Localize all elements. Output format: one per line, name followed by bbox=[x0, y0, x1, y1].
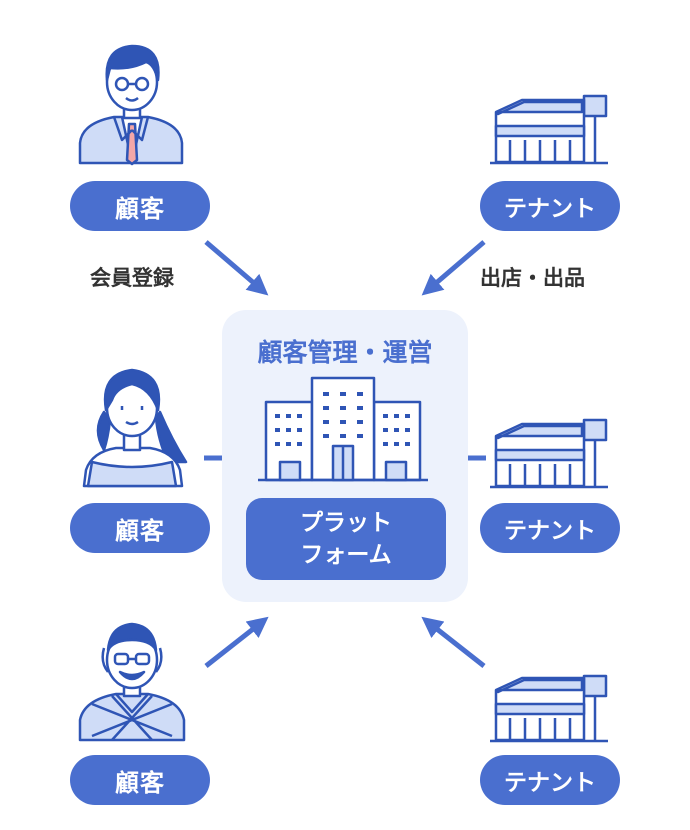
store-listing-label: 出店・出品 bbox=[480, 266, 585, 290]
store-icon bbox=[490, 418, 608, 489]
arrow-tenant1-to-hub bbox=[421, 240, 486, 296]
customer-badge: 顧客 bbox=[70, 181, 210, 231]
tenant-badge: テナント bbox=[480, 503, 620, 553]
hub-title: 顧客管理・運営 bbox=[257, 338, 433, 367]
platform-label-line1: プラット bbox=[300, 510, 392, 536]
store-icon bbox=[490, 674, 608, 743]
arrow-tenant3-to-hub bbox=[421, 616, 486, 668]
arrow-customer1-to-hub bbox=[204, 240, 269, 296]
customer-badge: 顧客 bbox=[70, 755, 210, 805]
businessman-icon bbox=[78, 44, 184, 166]
store-icon bbox=[490, 94, 608, 165]
platform-label-line2: フォーム bbox=[300, 542, 392, 568]
woman-icon bbox=[82, 368, 188, 488]
platform-box: プラット フォーム bbox=[246, 498, 446, 580]
customer-badge: 顧客 bbox=[70, 503, 210, 553]
tenant-badge: テナント bbox=[480, 181, 620, 231]
arrow-customer3-to-hub bbox=[204, 616, 269, 668]
member-registration-label: 会員登録 bbox=[90, 266, 174, 290]
tenant-badge: テナント bbox=[480, 755, 620, 805]
elderly-man-icon bbox=[78, 622, 186, 742]
